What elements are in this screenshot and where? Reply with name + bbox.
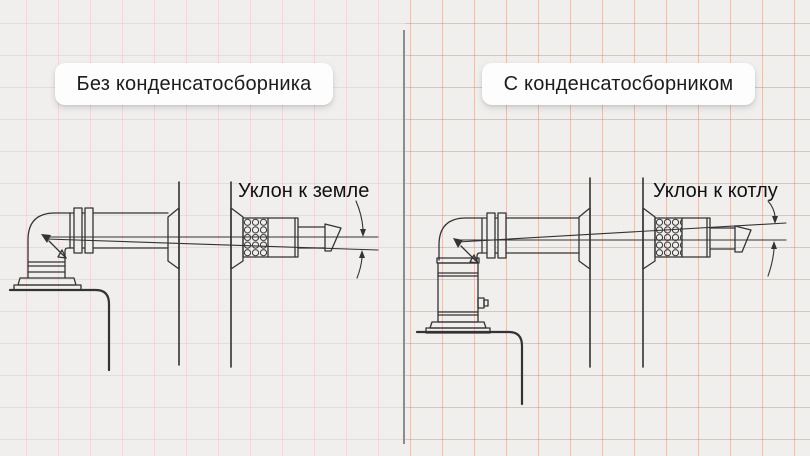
flow-arrow-icon <box>41 234 51 243</box>
pipe-coupling <box>84 207 94 254</box>
base-flange <box>429 321 487 329</box>
pipe-coupling <box>486 212 496 259</box>
boiler-outline <box>415 330 524 406</box>
elbow-seam <box>48 240 67 259</box>
angle-arrow-down-icon <box>772 216 778 224</box>
drawing-without-trap <box>8 181 379 372</box>
angle-indicator <box>355 200 366 279</box>
slope-label-left: Уклон к земле <box>238 180 369 202</box>
boiler-outline <box>8 288 111 372</box>
flue-pipe-elbow <box>438 212 580 264</box>
terminal-cap <box>734 225 752 253</box>
angle-arrow-up-icon <box>771 241 777 249</box>
badge-without-trap: Без конденсатосборника <box>55 63 333 105</box>
base-plate <box>13 284 82 291</box>
terminal-mesh <box>655 218 682 257</box>
flue-pipe-elbow <box>13 207 169 291</box>
angle-arrow-up-icon <box>359 250 365 258</box>
divider-line <box>403 30 405 444</box>
panel-without-trap: Без конденсатосборника <box>0 0 405 456</box>
wall-flange-inner <box>578 207 591 270</box>
terminal-cap <box>324 223 342 252</box>
wall-flange-outer <box>230 207 244 270</box>
slope-axis-lines <box>453 222 787 248</box>
slope-axis-lines <box>41 234 379 251</box>
flow-arrow-icon <box>453 238 463 248</box>
elbow-seam <box>460 245 479 264</box>
slope-label-right: Уклон к котлу <box>653 180 778 202</box>
drain-tap <box>477 297 485 309</box>
base-flange <box>17 277 77 286</box>
elbow-seam-flag <box>57 249 67 259</box>
badge-without-trap-label: Без конденсатосборника <box>76 72 312 95</box>
diagram-without-trap: Уклон к земле <box>8 180 379 372</box>
base-plate <box>425 327 491 334</box>
flue-terminal <box>654 217 752 258</box>
wall-flange-inner <box>167 207 180 270</box>
wall-section <box>178 181 232 368</box>
badge-with-trap: С конденсатосборником <box>482 63 755 105</box>
drawing-with-trap <box>415 177 787 406</box>
drain-tap-tip <box>483 299 489 307</box>
trap-body <box>437 262 479 323</box>
diagram-with-trap: Уклон к котлу <box>415 177 787 406</box>
pipe-coupling <box>497 212 507 259</box>
pipe-coupling <box>73 207 83 254</box>
condensate-trap <box>425 257 491 334</box>
badge-with-trap-label: С конденсатосборником <box>503 72 734 95</box>
wall-section <box>589 177 644 368</box>
wall-flange-outer <box>642 207 656 270</box>
angle-indicator <box>767 200 778 277</box>
angle-arrow-down-icon <box>360 229 366 237</box>
panel-with-trap: С конденсатосборником <box>405 0 810 456</box>
